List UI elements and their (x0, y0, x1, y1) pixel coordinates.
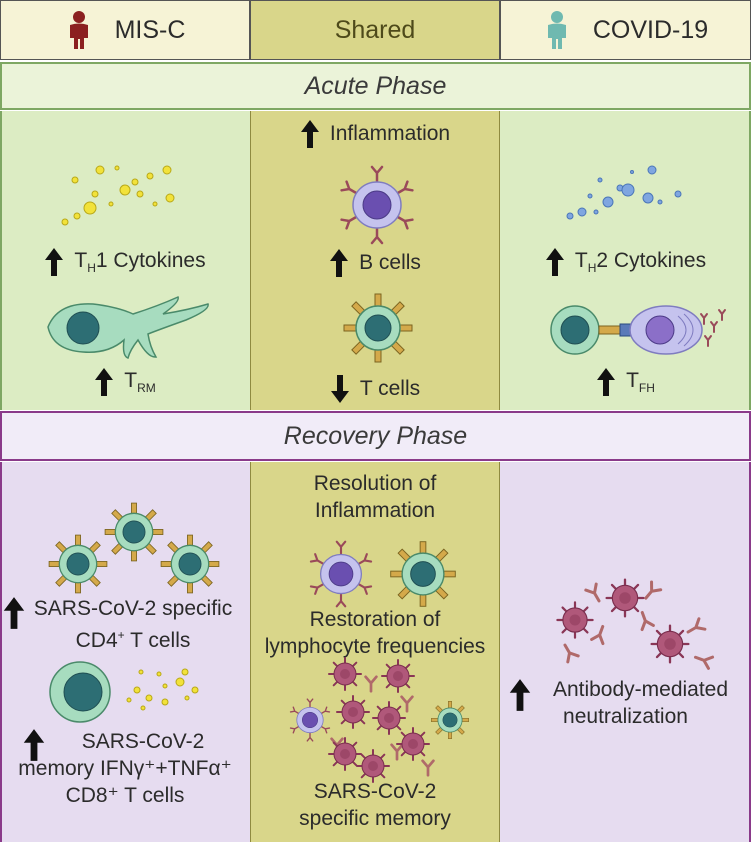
recovery-phase-bar: Recovery Phase (0, 411, 751, 461)
th1-cytokines-label: TH1 Cytokines (74, 248, 206, 276)
t-cells-label: T cells (359, 377, 421, 400)
header-covid-label: COVID-19 (592, 15, 709, 44)
trm-label: TRM (124, 368, 156, 396)
th2-cytokines-row: TH2 Cytokines (500, 245, 751, 279)
up-arrow-icon (45, 248, 64, 276)
cd4-label: SARS-CoV-2 specific CD4+ T cells (33, 597, 233, 652)
antibody-neutralization-icon (556, 578, 715, 670)
resolution-label: Resolution of Inflammation (313, 472, 437, 522)
acute-phase-bar: Acute Phase (0, 62, 751, 110)
header-misc-label: MIS-C (114, 15, 186, 44)
th1-cytokines-row: TH1 Cytokines (0, 245, 250, 279)
b-cells-row: B cells (250, 246, 500, 280)
recovery-covid-panel (500, 462, 751, 842)
b-and-t-cells-icon (309, 540, 457, 608)
up-arrow-icon (597, 368, 616, 396)
person-icon (69, 11, 88, 49)
up-arrow-icon (300, 120, 319, 148)
acute-covid-panel (500, 111, 751, 410)
person-icon (547, 11, 566, 49)
header-covid: COVID-19 (500, 0, 751, 60)
cd4-t-cells-icon (48, 502, 220, 594)
trm-cell-icon (47, 295, 209, 359)
b-cells-label: B cells (359, 251, 421, 274)
memory-cells-virus-icon (289, 657, 470, 783)
up-arrow-icon (330, 249, 349, 277)
t-cells-row: T cells (250, 372, 500, 406)
th2-cytokines-label: TH2 Cytokines (574, 248, 707, 276)
tfh-label: TFH (626, 368, 655, 396)
header-shared-label: Shared (334, 15, 416, 44)
up-arrow-icon (95, 368, 114, 396)
tfh-row: TFH (500, 365, 751, 399)
recovery-phase-label: Recovery Phase (283, 421, 468, 450)
inflammation-label: Inflammation (329, 122, 451, 145)
up-arrow-icon (545, 248, 564, 276)
th1-cytokine-icon (61, 165, 175, 226)
header-shared: Shared (250, 0, 500, 60)
cd8-label: SARS-CoV-2 memory IFNγ⁺+TNFα⁺ CD8⁺ T cel… (18, 730, 232, 807)
restoration-label: Restoration of lymphocyte frequencies (264, 608, 486, 658)
acute-misc-panel (0, 111, 250, 410)
tfh-b-cell-interaction-icon (550, 305, 726, 355)
t-cell-icon (343, 293, 413, 363)
acute-phase-label: Acute Phase (304, 71, 447, 100)
th2-cytokine-icon (566, 165, 682, 220)
recovery-shared-panel (250, 462, 500, 842)
inflammation-row: Inflammation (250, 117, 500, 151)
b-cell-icon (340, 165, 414, 245)
antibody-label: Antibody-mediated neutralization (552, 678, 729, 728)
trm-row: TRM (0, 365, 250, 399)
memory-label: SARS-CoV-2 specific memory (299, 780, 451, 830)
cd8-memory-cytokines-icon (49, 661, 199, 723)
header-misc: MIS-C (0, 0, 250, 60)
down-arrow-icon (330, 375, 349, 403)
